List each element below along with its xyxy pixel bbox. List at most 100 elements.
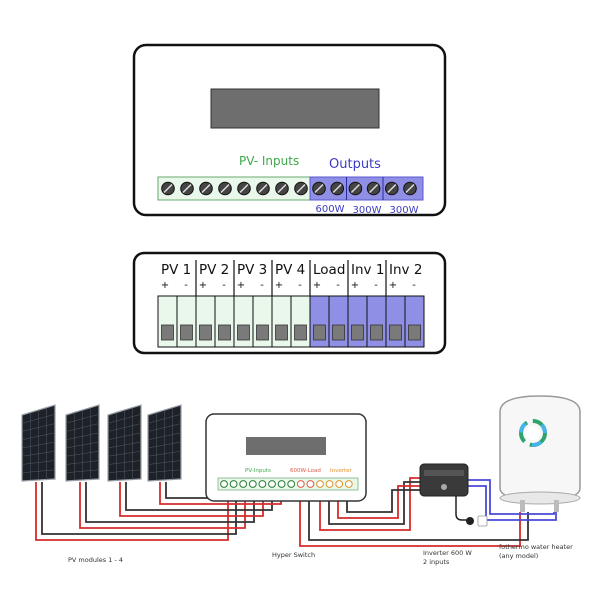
connector-block: PV 1+-PV 2+-PV 3+-PV 4+-Load+-Inv 1+-Inv… <box>132 251 447 355</box>
connector-slot <box>385 295 406 348</box>
pv-terminal-screw <box>256 181 270 196</box>
wire <box>319 477 420 531</box>
water-heater <box>499 395 581 512</box>
output-terminal-screw <box>348 181 363 196</box>
output-terminal-screw <box>312 181 326 196</box>
connector-slot <box>366 295 387 348</box>
switch-terminal <box>277 480 286 488</box>
pv-terminal-screw <box>199 181 213 196</box>
plus-sign: + <box>161 280 169 291</box>
hyper-switch-unit: PV-Inputs 600W-Load Inverter <box>205 413 367 502</box>
heater-pipe-right <box>554 500 559 512</box>
pv-module-2 <box>65 404 100 482</box>
switch-terminal <box>344 480 353 488</box>
plus-sign: + <box>275 280 283 291</box>
connector-group-pv-3: PV 3+- <box>233 260 273 348</box>
connector-slot <box>328 295 349 348</box>
caption-hyper-switch: Hyper Switch <box>272 551 315 559</box>
caption-inverter-line2: 2 inputs <box>423 558 450 566</box>
pv-module-3 <box>107 404 142 482</box>
plug-icon <box>466 517 474 525</box>
switch-load-label: 600W-Load <box>290 468 321 474</box>
pv-terminal-screw <box>218 181 232 196</box>
inverter-body <box>419 463 469 497</box>
wire <box>308 490 529 541</box>
wire <box>119 482 264 517</box>
pv-module-4 <box>147 404 182 482</box>
caption-heater-line2: (any model) <box>499 552 538 560</box>
switch-terminals <box>220 480 353 488</box>
wire <box>328 481 420 525</box>
pv-modules <box>21 404 182 482</box>
connector-slot <box>404 295 425 348</box>
connector-group-inv-1: Inv 1 + - <box>347 260 387 348</box>
plus-sign: + <box>237 280 245 291</box>
wire <box>337 485 420 519</box>
connector-group-inv-2: Inv 2+- <box>385 260 425 348</box>
connector-slot <box>271 295 292 348</box>
minus-sign: - <box>336 280 340 291</box>
output-rating-600w: 600W <box>316 204 345 215</box>
lcd-display <box>210 88 380 129</box>
connector-slot <box>214 295 235 348</box>
inverter-plug-cable <box>455 496 468 521</box>
pv-terminal-screw <box>180 181 194 196</box>
connector-slot <box>157 295 178 348</box>
output-rating-300w-2: 300W <box>390 205 419 216</box>
system-diagram: PV-Inputs 600W-Load Inverter <box>21 395 581 566</box>
caption-inverter-line1: Inverter 600 W <box>423 549 472 557</box>
switch-terminal <box>220 480 228 488</box>
inverter <box>419 463 488 527</box>
output-terminal-screw <box>385 181 399 196</box>
connector-group-label: Inv 1 <box>351 262 384 278</box>
connector-group-label: PV 4 <box>275 262 305 278</box>
switch-terminal <box>229 480 238 488</box>
switch-terminal <box>306 480 315 488</box>
switch-terminal <box>325 480 334 488</box>
minus-sign: - <box>222 280 226 291</box>
wire <box>299 490 521 547</box>
socket-icon <box>477 515 488 527</box>
switch-inverter-label: Inverter <box>330 468 353 474</box>
connector-groups: PV 1+-PV 2+-PV 3+-PV 4+-Load+-Inv 1+-Inv… <box>157 260 425 348</box>
panel-outline <box>132 43 447 217</box>
water-heater-base <box>499 491 581 505</box>
connector-group-label: Inv 2 <box>389 262 422 278</box>
connector-slot <box>195 295 216 348</box>
connector-group-pv-1: PV 1+- <box>157 262 197 348</box>
wiring <box>35 477 557 547</box>
caption-heater-line1: fothermo water heater <box>499 543 573 551</box>
wire <box>346 489 420 513</box>
connector-group-load: Load + - <box>309 260 349 348</box>
plus-sign: + <box>351 280 359 291</box>
connector-slot <box>176 295 197 348</box>
minus-sign: - <box>374 280 378 291</box>
wire <box>79 482 246 529</box>
switch-terminal <box>316 480 324 488</box>
connector-group-label: Load <box>313 262 345 278</box>
switch-terminal <box>287 480 296 488</box>
water-heater-body <box>499 395 581 501</box>
inverter-led-icon <box>441 484 447 490</box>
outputs-label: Outputs <box>329 157 381 172</box>
terminal-screws <box>161 177 417 200</box>
switch-terminal <box>239 480 248 488</box>
wire <box>41 482 237 535</box>
switch-terminal <box>258 480 267 488</box>
plus-sign: + <box>313 280 321 291</box>
plus-sign: + <box>199 280 207 291</box>
pv-terminal-screw <box>294 181 308 196</box>
connector-slot <box>233 295 254 348</box>
connector-group-label: PV 2 <box>199 262 229 278</box>
connector-slot <box>347 295 368 348</box>
minus-sign: - <box>412 280 416 291</box>
pv-terminal-screw <box>161 181 175 196</box>
hyper-switch-display <box>246 437 326 455</box>
connector-group-label: PV 3 <box>237 262 267 278</box>
connector-group-label: PV 1 <box>161 262 191 278</box>
output-terminal-screw <box>330 181 345 196</box>
fothermo-logo-icon <box>519 419 547 447</box>
wire <box>35 482 229 541</box>
connector-group-pv-4: PV 4+- <box>271 260 311 348</box>
